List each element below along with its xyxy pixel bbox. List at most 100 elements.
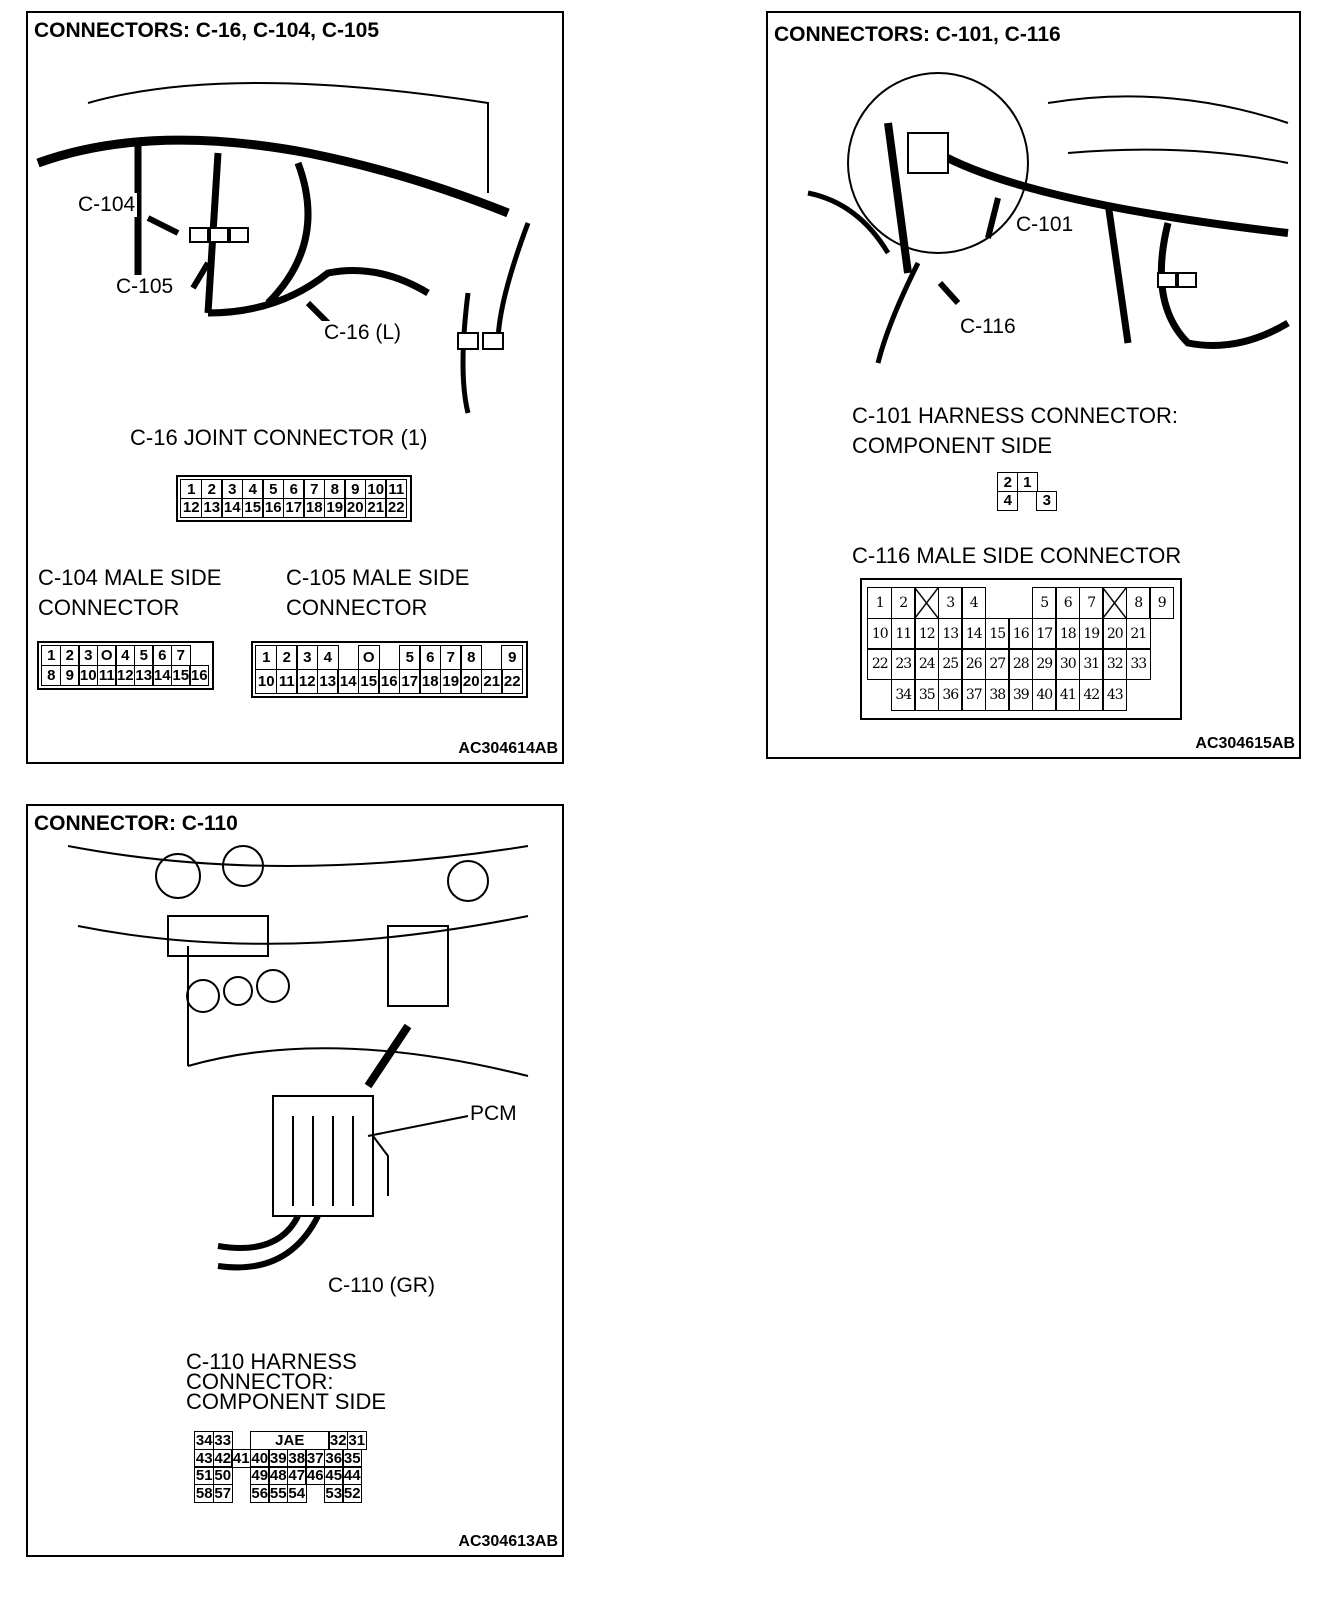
panel-c101-c116: CONNECTORS: C-101, C-116 C-101 C-116 C-1… bbox=[766, 11, 1301, 759]
pin-cell: 25 bbox=[937, 648, 963, 681]
pin-cell: 20 bbox=[1102, 617, 1128, 650]
pin-cell: 14 bbox=[961, 617, 987, 650]
pin-cell: 13 bbox=[937, 617, 963, 650]
pin-cell: 2 bbox=[275, 645, 298, 671]
pin-cell: 45 bbox=[323, 1466, 344, 1486]
pin-cell: 14 bbox=[152, 664, 173, 686]
pin-cell: 3 bbox=[1036, 490, 1058, 511]
pin-cell: 18 bbox=[419, 668, 442, 694]
pin-cell: 14 bbox=[221, 497, 244, 518]
pin-cell: 17 bbox=[1031, 617, 1057, 650]
pin-cell: 6 bbox=[1055, 587, 1081, 620]
pin-cell: 3 bbox=[937, 587, 963, 620]
empty-cell bbox=[481, 645, 503, 670]
pin-cell: 10 bbox=[255, 668, 278, 694]
pin-cell: 51 bbox=[194, 1466, 215, 1486]
pin-cell: 43 bbox=[194, 1448, 215, 1468]
pin-cell: 30 bbox=[1055, 648, 1081, 681]
callout-c110: C-110 (GR) bbox=[326, 1274, 437, 1298]
pin-cell: 28 bbox=[1008, 648, 1034, 681]
pin-cell: 18 bbox=[303, 497, 326, 518]
pin-cell: 36 bbox=[937, 678, 963, 711]
pin-cell: 8 bbox=[41, 664, 62, 686]
pin-cell: 12 bbox=[296, 668, 319, 694]
pin-cell: 22 bbox=[867, 648, 893, 681]
pin-cell: 3 bbox=[78, 645, 99, 667]
pin-cell: 2 bbox=[59, 645, 80, 667]
figure-code: AC304613AB bbox=[458, 1533, 558, 1550]
pin-cell: 14 bbox=[337, 668, 360, 694]
pin-cell: 2 bbox=[997, 472, 1019, 493]
figure-code: AC304614AB bbox=[458, 740, 558, 757]
pin-cell: 11 bbox=[385, 479, 408, 500]
callout-c101: C-101 bbox=[1014, 213, 1076, 237]
pin-cell: 13 bbox=[133, 664, 154, 686]
pin-cell: 9 bbox=[59, 664, 80, 686]
pin-cell: 1 bbox=[41, 645, 62, 667]
pin-cell: 48 bbox=[268, 1466, 289, 1486]
pin-cell: 56 bbox=[249, 1483, 270, 1503]
callout-c104: C-104 bbox=[76, 193, 138, 217]
callout-pcm: PCM bbox=[468, 1102, 519, 1126]
pin-cell: 31 bbox=[1078, 648, 1104, 681]
pin-cell: 1 bbox=[1016, 472, 1038, 493]
pin-cell: 15 bbox=[170, 664, 191, 686]
pin-cell: 5 bbox=[398, 645, 421, 671]
empty-cell bbox=[1008, 587, 1033, 619]
panel-c16-c104-c105: CONNECTORS: C-16, C-104, C-105 C-104 C-1… bbox=[26, 11, 564, 764]
pin-cell: 4 bbox=[961, 587, 987, 620]
pin-cell: 4 bbox=[241, 479, 264, 500]
pin-cell: 53 bbox=[323, 1483, 344, 1503]
pin-cell: 34 bbox=[890, 678, 916, 711]
pin-cell: 4 bbox=[997, 490, 1019, 511]
pin-cell: 38 bbox=[286, 1448, 307, 1468]
pin-cell: 50 bbox=[212, 1466, 233, 1486]
panel-title: CONNECTORS: C-101, C-116 bbox=[774, 23, 1067, 47]
panel-title: CONNECTORS: C-16, C-104, C-105 bbox=[34, 19, 386, 43]
pin-cell: 39 bbox=[1008, 678, 1034, 711]
pin-cell: 42 bbox=[212, 1448, 233, 1468]
pin-cell: 52 bbox=[342, 1483, 363, 1503]
pin-cell: 41 bbox=[231, 1448, 252, 1468]
pin-cell: 29 bbox=[1031, 648, 1057, 681]
pin-cell: 7 bbox=[1078, 587, 1104, 620]
pin-cell: 33 bbox=[1125, 648, 1151, 681]
pin-cell: 47 bbox=[286, 1466, 307, 1486]
empty-cell bbox=[867, 679, 892, 711]
latch-marker: O bbox=[357, 645, 380, 671]
pin-cell: 41 bbox=[1055, 678, 1081, 711]
pin-cell: 38 bbox=[984, 678, 1010, 711]
pin-cell: 24 bbox=[914, 648, 940, 681]
pin-cell: 8 bbox=[460, 645, 483, 671]
latch-marker: O bbox=[96, 645, 117, 667]
dashboard-harness-illustration bbox=[36, 82, 531, 414]
empty-cell bbox=[337, 645, 359, 670]
panel-title: CONNECTOR: C-110 bbox=[34, 812, 244, 836]
pin-cell: 34 bbox=[194, 1431, 215, 1451]
pin-cell: 4 bbox=[316, 645, 339, 671]
pin-cell: 9 bbox=[1149, 587, 1175, 620]
pin-cell: 9 bbox=[344, 479, 367, 500]
pin-cell: 40 bbox=[249, 1448, 270, 1468]
pin-cell: 11 bbox=[275, 668, 298, 694]
pin-cell: 22 bbox=[501, 668, 524, 694]
pin-cell: 8 bbox=[1125, 587, 1151, 620]
c104-title: C-104 MALE SIDE CONNECTOR bbox=[38, 565, 222, 620]
pin-cell: 16 bbox=[378, 668, 401, 694]
pin-cell: 5 bbox=[133, 645, 154, 667]
pin-cell: 32 bbox=[1102, 648, 1128, 681]
pin-cell: 5 bbox=[262, 479, 285, 500]
pin-cell: 3 bbox=[221, 479, 244, 500]
